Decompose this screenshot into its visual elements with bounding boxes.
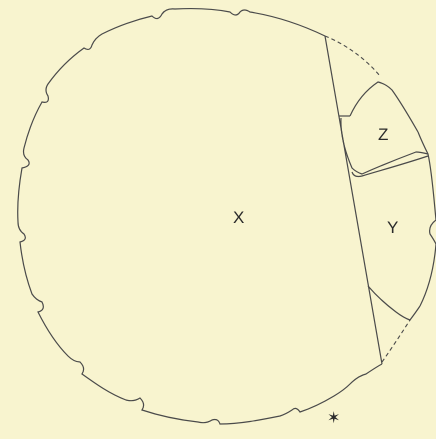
outer-boundary [18, 9, 382, 424]
dashed-bottom [382, 320, 410, 362]
cell-y-bottom-boundary [368, 286, 420, 320]
dashed-top [325, 36, 380, 76]
star-icon: ✶ [327, 408, 340, 427]
label-x: X [233, 208, 244, 227]
label-y: Y [387, 218, 398, 237]
label-z: Z [378, 125, 388, 144]
